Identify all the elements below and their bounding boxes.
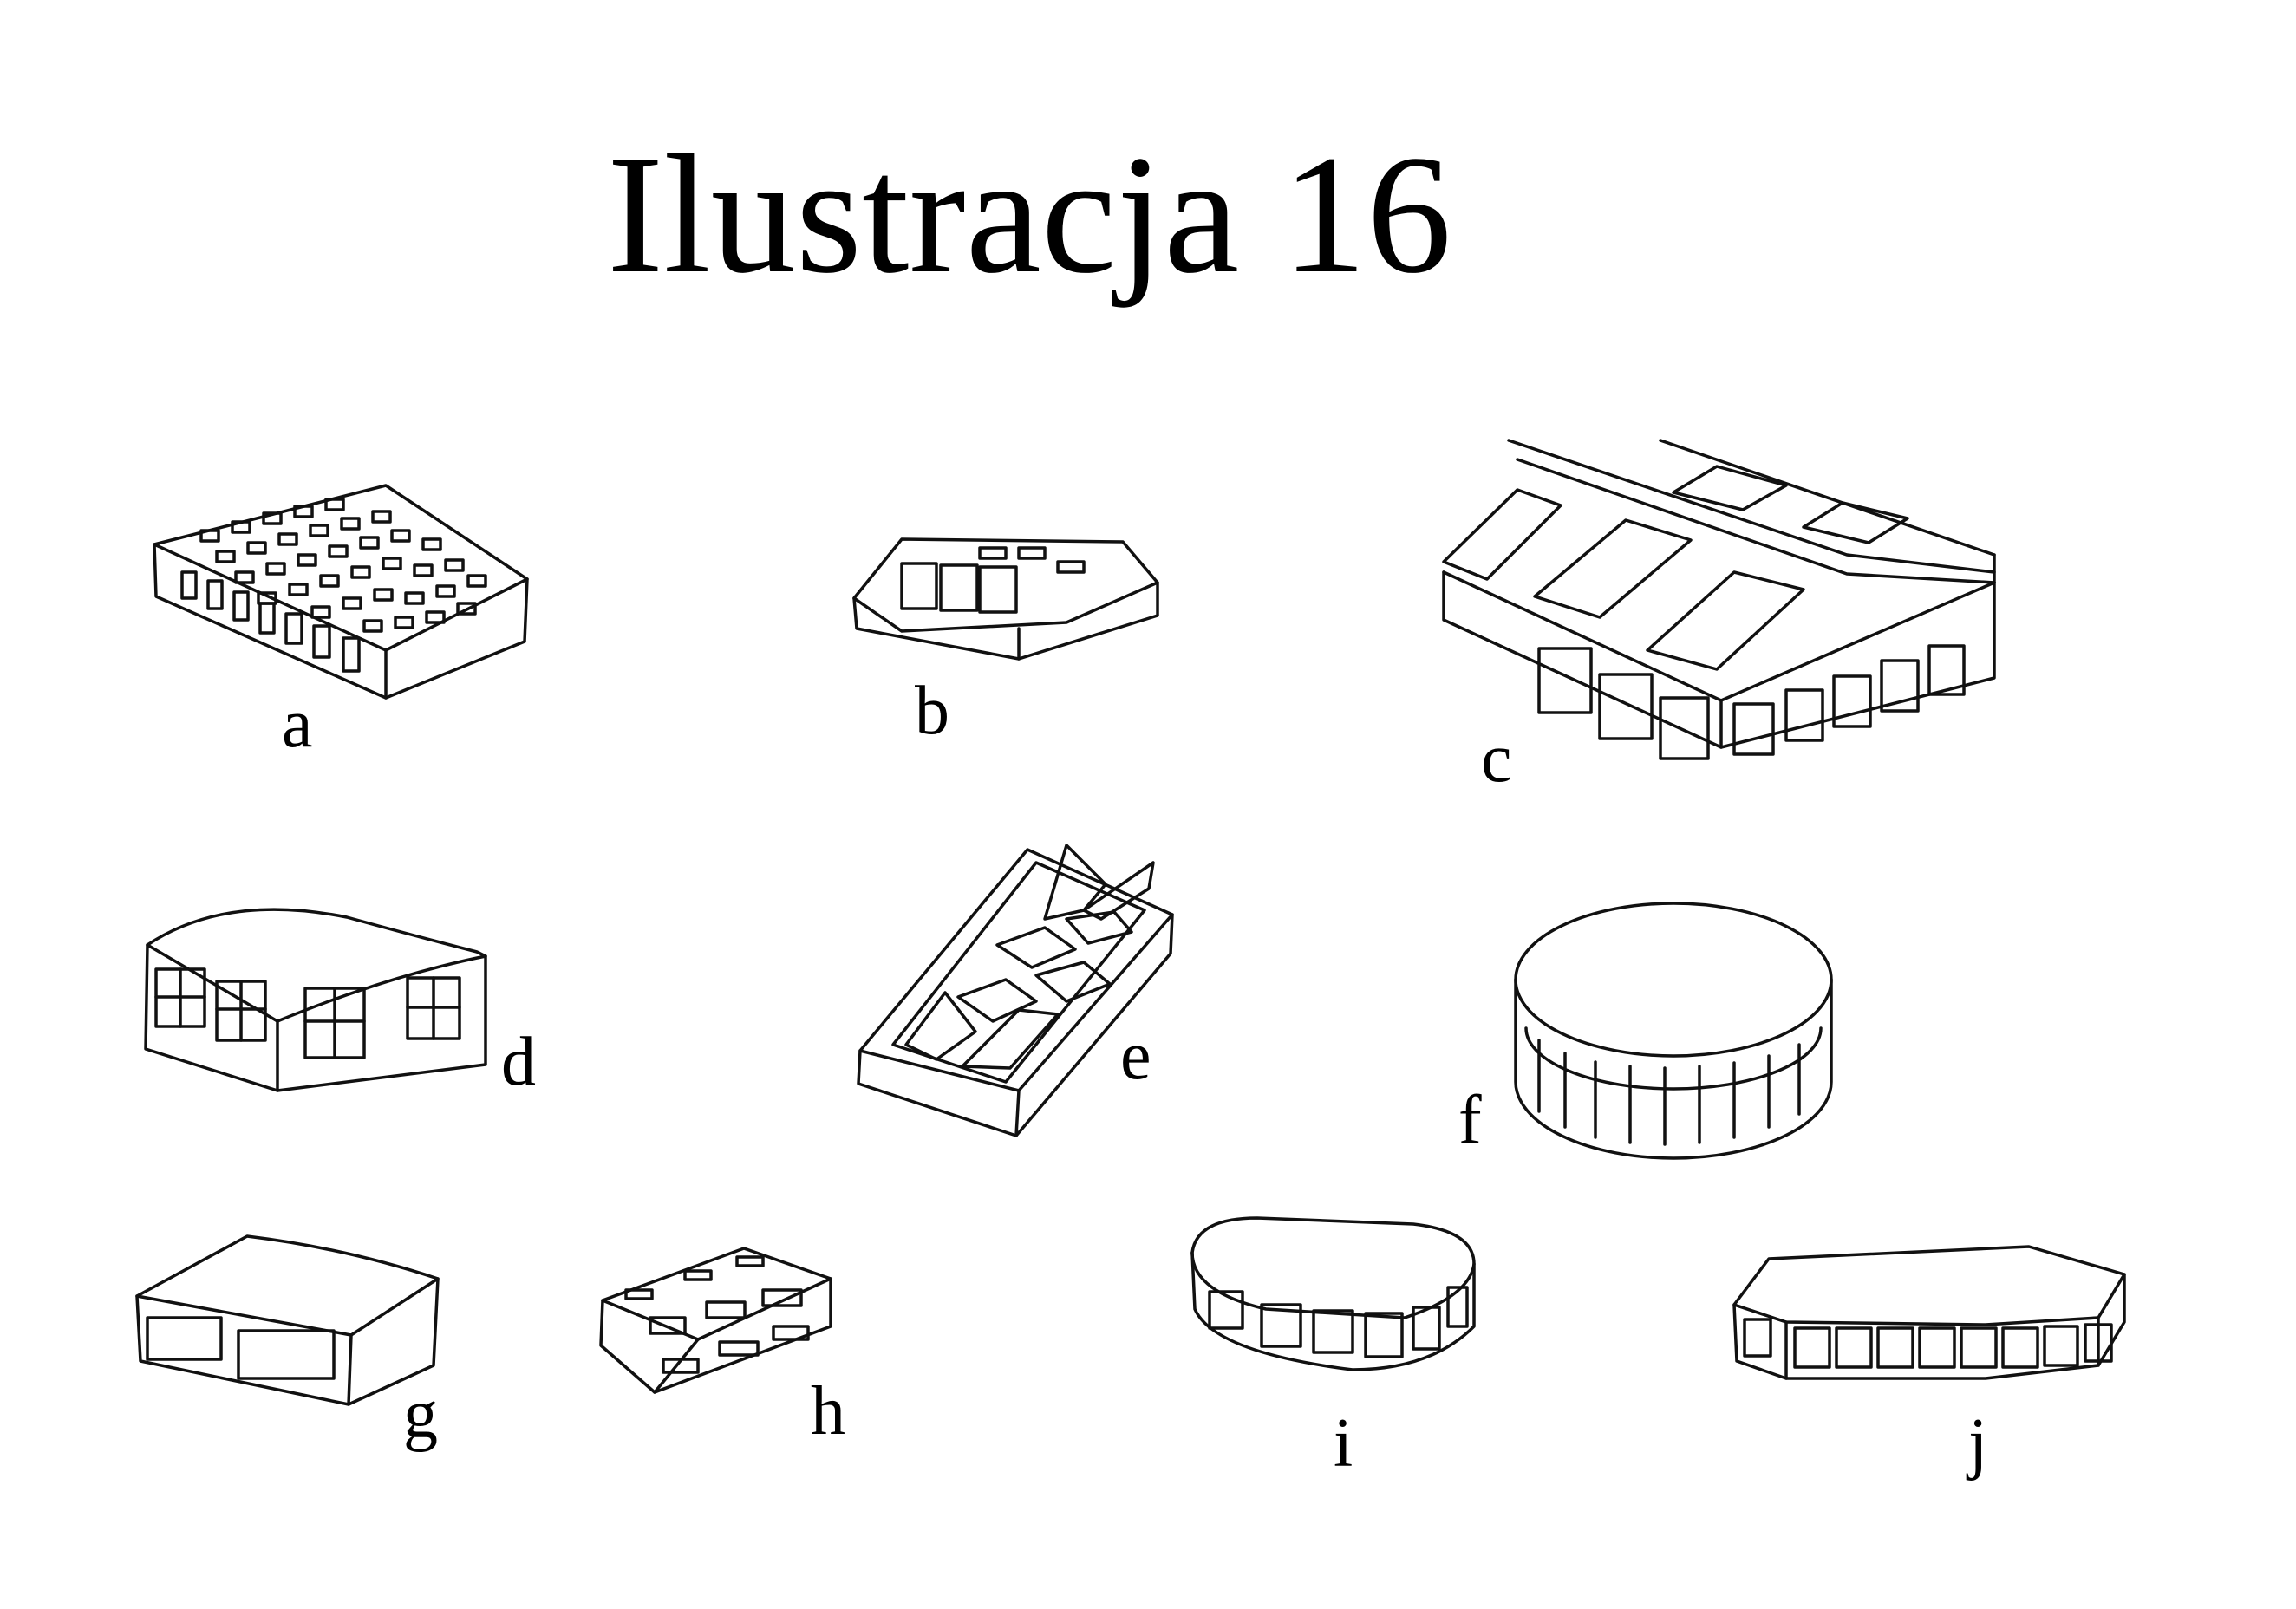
building-h-gabled (599, 1247, 832, 1394)
page-title: Ilustracja 16 (607, 121, 1452, 309)
label-e: e (1120, 1018, 1151, 1094)
building-a-skylights (199, 498, 487, 633)
label-c: c (1481, 720, 1512, 797)
label-j: j (1968, 1405, 1988, 1482)
building-f-round (1514, 902, 1833, 1160)
building-e-opening-lights (857, 844, 1174, 1137)
label-h: h (811, 1373, 845, 1449)
building-g-box (135, 1234, 440, 1406)
building-d-curved-roof (144, 908, 487, 1092)
label-f: f (1458, 1082, 1482, 1158)
label-g: g (403, 1377, 438, 1453)
building-b-roof-lights (852, 537, 1159, 661)
building-a-skylight-grid (153, 484, 529, 700)
building-c-hall (1442, 439, 1996, 760)
building-i-oblong (1190, 1216, 1476, 1371)
label-a: a (282, 686, 313, 762)
label-b: b (915, 673, 949, 749)
label-i: i (1334, 1405, 1353, 1482)
label-d: d (501, 1024, 536, 1100)
building-j-long (1732, 1245, 2126, 1380)
